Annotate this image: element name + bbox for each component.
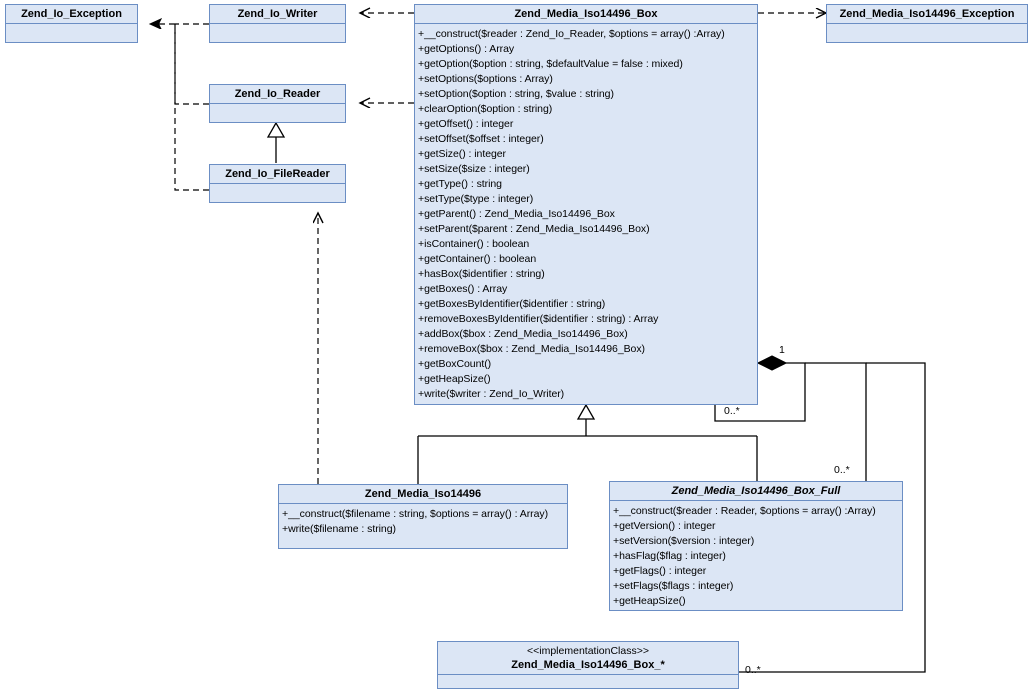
operation-row: +write($writer : Zend_Io_Writer) [418,388,565,400]
operation-row: +getFlags() : integer [613,565,707,577]
class-body-zend-io-writer [210,24,345,44]
operation-row: +getBoxCount() [418,358,492,370]
class-name-zend-media-iso14496-box-star: Zend_Media_Iso14496_Box_* [511,659,665,671]
operation-row: +setType($type : integer) [418,193,534,205]
class-title-zend-io-exception: Zend_Io_Exception [6,5,137,24]
operation-row: +getOffset() : integer [418,118,514,130]
edge-filereader-extends-reader [266,121,286,163]
operation-row: +removeBox($box : Zend_Media_Iso14496_Bo… [418,343,645,355]
class-zend-media-iso14496-exception[interactable]: Zend_Media_Iso14496_Exception [826,4,1028,43]
class-zend-io-exception[interactable]: Zend_Io_Exception [5,4,138,43]
multiplicity-box-one: 1 [779,344,785,356]
operation-row: +getBoxes() : Array [418,283,508,295]
operation-row: +clearOption($option : string) [418,103,553,115]
class-operations-zend-media-iso14496-box: +__construct($reader : Zend_Io_Reader, $… [415,24,757,405]
operation-row: +setVersion($version : integer) [613,535,755,547]
edge-composition-diamond [756,355,788,371]
class-title-zend-media-iso14496-box-star: <<implementationClass>> Zend_Media_Iso14… [438,642,738,675]
operation-row: +getHeapSize() [418,373,491,385]
class-body-zend-media-iso14496-box-star [438,675,738,689]
operation-row: +addBox($box : Zend_Media_Iso14496_Box) [418,328,628,340]
operation-row: +getSize() : integer [418,148,507,160]
operation-row: +getOption($option : string, $defaultVal… [418,58,683,70]
class-title-zend-io-filereader: Zend_Io_FileReader [210,165,345,184]
edge-reader-uses-exception [174,24,209,105]
class-zend-media-iso14496[interactable]: Zend_Media_Iso14496 +__construct($filena… [278,484,568,549]
class-body-zend-io-exception [6,24,137,44]
operation-row: +getParent() : Zend_Media_Iso14496_Box [418,208,615,220]
operation-row: +hasFlag($flag : integer) [613,550,726,562]
operation-row: +getOptions() : Array [418,43,515,55]
operation-row: +isContainer() : boolean [418,238,530,250]
class-title-zend-media-iso14496-box: Zend_Media_Iso14496_Box [415,5,757,24]
operation-row: +getBoxesByIdentifier($identifier : stri… [418,298,606,310]
class-body-zend-io-filereader [210,184,345,204]
operation-row: +getHeapSize() [613,595,686,607]
multiplicity-boxstar-many: 0..* [745,664,761,676]
operation-row: +getVersion() : integer [613,520,716,532]
operation-row: +getType() : string [418,178,502,190]
operation-row: +setFlags($flags : integer) [613,580,734,592]
class-stereotype-zend-media-iso14496-box-star: <<implementationClass>> [527,645,649,657]
multiplicity-boxfull-many: 0..* [834,464,850,476]
operation-row: +setOption($option : string, $value : st… [418,88,614,100]
class-zend-media-iso14496-box-full[interactable]: Zend_Media_Iso14496_Box_Full +__construc… [609,481,903,611]
operation-row: +removeBoxesByIdentifier($identifier : s… [418,313,659,325]
class-zend-io-filereader[interactable]: Zend_Io_FileReader [209,164,346,203]
operation-row: +__construct($reader : Reader, $options … [613,505,876,517]
class-title-zend-media-iso14496-box-full: Zend_Media_Iso14496_Box_Full [610,482,902,501]
class-zend-media-iso14496-box-star[interactable]: <<implementationClass>> Zend_Media_Iso14… [437,641,739,689]
class-zend-io-reader[interactable]: Zend_Io_Reader [209,84,346,123]
class-zend-io-writer[interactable]: Zend_Io_Writer [209,4,346,43]
operation-row: +__construct($filename : string, $option… [282,508,549,520]
operation-row: +setOffset($offset : integer) [418,133,544,145]
operation-row: +setParent($parent : Zend_Media_Iso14496… [418,223,650,235]
operation-row: +setSize($size : integer) [418,163,530,175]
operation-row: +getContainer() : boolean [418,253,537,265]
class-zend-media-iso14496-box[interactable]: Zend_Media_Iso14496_Box +__construct($re… [414,4,758,405]
class-operations-zend-media-iso14496-box-full: +__construct($reader : Reader, $options … [610,501,902,612]
class-title-zend-io-reader: Zend_Io_Reader [210,85,345,104]
class-body-zend-io-reader [210,104,345,124]
operation-row: +write($filename : string) [282,523,396,535]
class-title-zend-media-iso14496-exception: Zend_Media_Iso14496_Exception [827,5,1027,24]
multiplicity-box-many: 0..* [724,405,740,417]
edge-filereader-uses-exception [174,24,209,191]
operation-row: +__construct($reader : Zend_Io_Reader, $… [418,28,725,40]
edge-generalization-tree-to-box [417,403,758,484]
operation-row: +hasBox($identifier : string) [418,268,545,280]
operation-row: +setOptions($options : Array) [418,73,553,85]
class-title-zend-io-writer: Zend_Io_Writer [210,5,345,24]
class-operations-zend-media-iso14496: +__construct($filename : string, $option… [279,504,567,540]
class-title-zend-media-iso14496: Zend_Media_Iso14496 [279,485,567,504]
class-body-zend-media-iso14496-exception [827,24,1027,44]
